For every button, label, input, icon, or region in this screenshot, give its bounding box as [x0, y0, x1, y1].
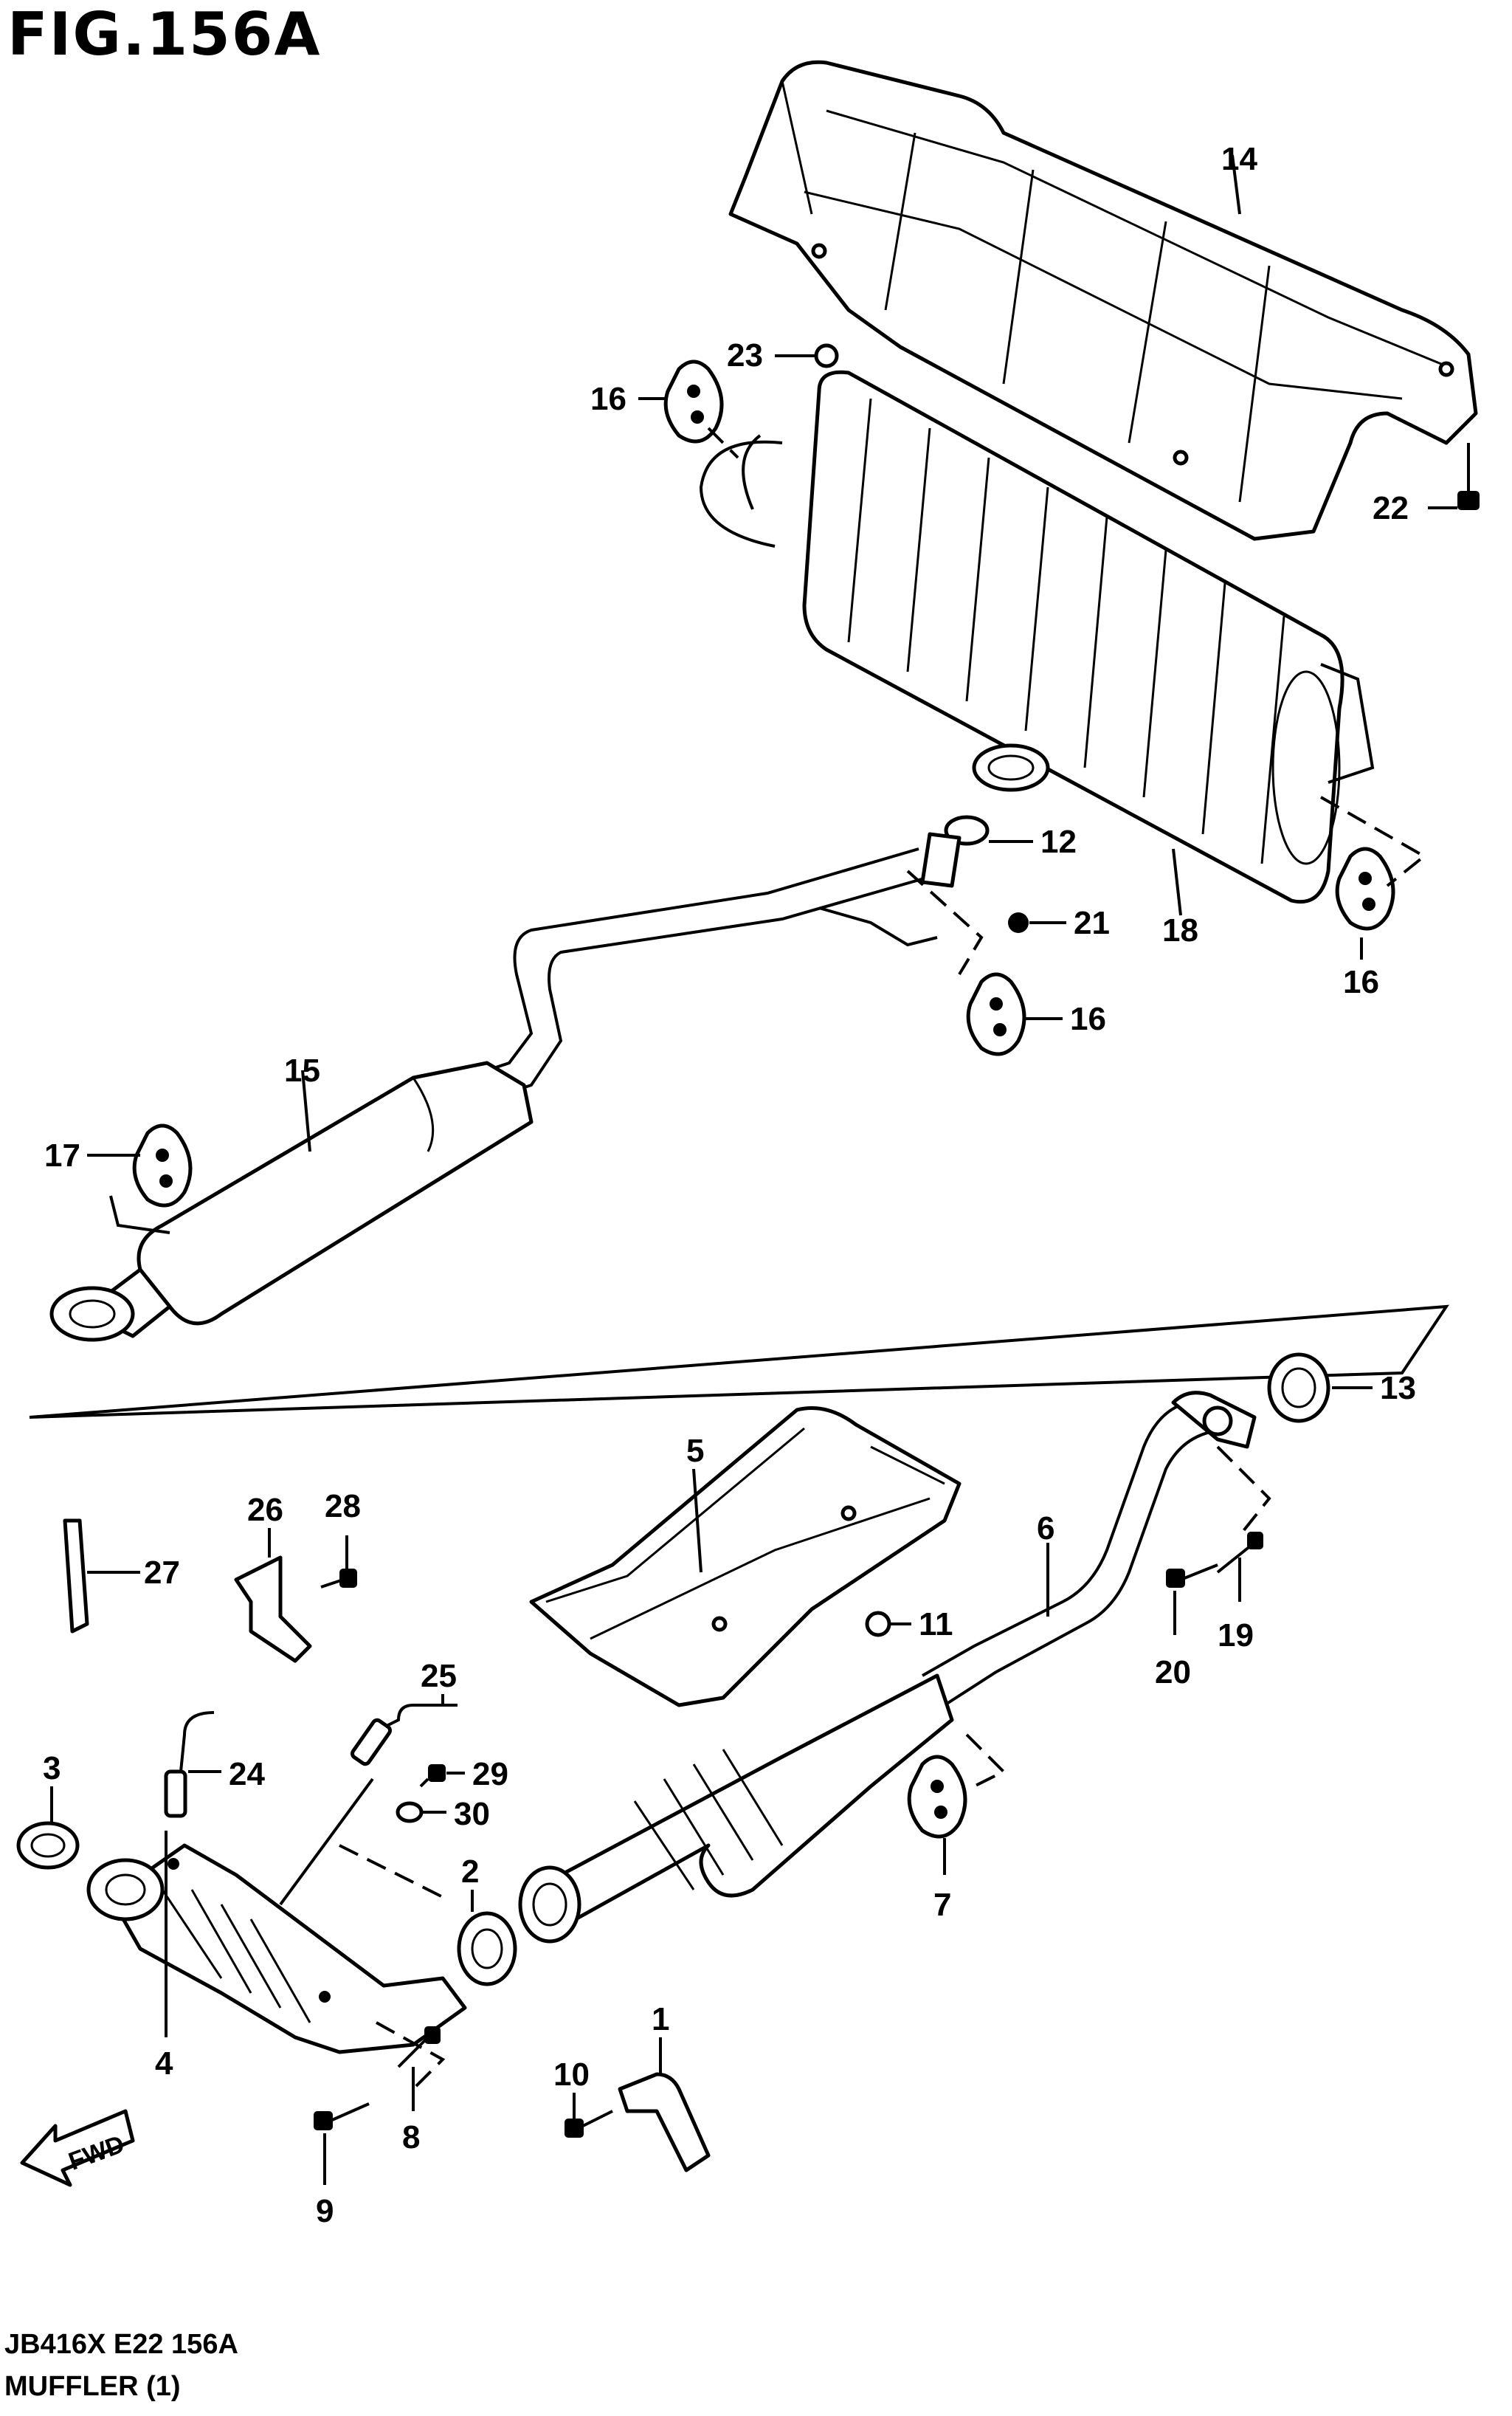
- rear-muffler: [699, 370, 1375, 904]
- callout-29: 29: [472, 1756, 508, 1792]
- bracket-26: [234, 1555, 312, 1663]
- callout-16-a: 16: [590, 381, 626, 417]
- callout-23: 23: [727, 337, 763, 374]
- gasket-3: [16, 1821, 80, 1870]
- callout-20: 20: [1155, 1654, 1191, 1690]
- rubber-mount-7: [907, 1755, 967, 1839]
- diagram-code: JB416X E22 156A: [4, 2329, 238, 2360]
- callout-16-c: 16: [1070, 1001, 1106, 1037]
- figure-title: FIG.156A: [7, 0, 322, 69]
- callout-4: 4: [155, 2045, 173, 2082]
- front-pipe-6: [922, 1391, 1257, 1707]
- bracket-1: [618, 2072, 711, 2172]
- callout-16-b: 16: [1343, 964, 1379, 1000]
- callout-10: 10: [553, 2057, 590, 2093]
- oxygen-sensor-24: [164, 1711, 215, 1818]
- callout-18: 18: [1162, 912, 1198, 949]
- callout-5: 5: [686, 1433, 704, 1469]
- diagram-name: MUFFLER (1): [4, 2371, 181, 2402]
- bolt-29: [419, 1764, 446, 1788]
- bolt-28: [320, 1569, 357, 1589]
- callout-13: 13: [1380, 1370, 1416, 1406]
- nut-11: [865, 1611, 891, 1637]
- heat-shield-upper: [728, 60, 1478, 541]
- catalytic-converter-center: [518, 1673, 954, 1944]
- callout-labels: 14 23 16 22 12 21 18 16 16 15 17 13 5 26…: [43, 141, 1416, 2229]
- callout-17: 17: [44, 1138, 80, 1174]
- stud-19: [1216, 1532, 1263, 1574]
- stud-8: [397, 2026, 441, 2068]
- callout-6: 6: [1037, 1510, 1054, 1546]
- bolt-22: [1457, 443, 1480, 510]
- callout-7: 7: [933, 1887, 951, 1923]
- rubber-mount-16a: [663, 359, 724, 444]
- callout-22: 22: [1373, 490, 1409, 526]
- nut-23: [814, 343, 839, 368]
- bolt-9: [314, 2102, 370, 2130]
- bolt-10: [565, 2110, 613, 2138]
- forward-arrow: FWD: [20, 2109, 135, 2187]
- gasket-2: [457, 1911, 517, 1986]
- callout-30: 30: [454, 1796, 490, 1832]
- nut-21: [1008, 912, 1029, 933]
- rubber-mount-16b: [1335, 847, 1395, 931]
- washer-30: [396, 1801, 424, 1823]
- center-pipe-15: [49, 832, 962, 1342]
- callout-14: 14: [1221, 141, 1257, 177]
- callout-25: 25: [421, 1658, 457, 1694]
- callout-3: 3: [43, 1750, 61, 1786]
- rubber-mount-16c: [966, 972, 1026, 1056]
- stay-27: [63, 1518, 89, 1634]
- gasket-12: [944, 743, 1050, 846]
- callout-11: 11: [919, 1606, 953, 1642]
- callout-12: 12: [1040, 824, 1077, 860]
- callout-15: 15: [284, 1053, 320, 1089]
- exhaust-manifold-4: [86, 1843, 467, 2054]
- callout-24: 24: [229, 1756, 265, 1792]
- callout-2: 2: [461, 1854, 479, 1890]
- callout-26: 26: [247, 1492, 283, 1528]
- callout-9: 9: [316, 2193, 334, 2229]
- leader-lines: [50, 154, 1457, 2185]
- callout-1: 1: [652, 2001, 669, 2037]
- callout-28: 28: [325, 1488, 361, 1524]
- oxygen-sensor-25: [351, 1704, 458, 1766]
- heat-shield-lower: [529, 1406, 962, 1707]
- bolt-20: [1166, 1563, 1218, 1588]
- separator-wedge: [29, 1304, 1449, 1419]
- callout-21: 21: [1074, 905, 1110, 941]
- callout-19: 19: [1218, 1617, 1254, 1653]
- gasket-13: [1267, 1352, 1330, 1423]
- callout-27: 27: [144, 1555, 180, 1591]
- rubber-mount-17: [132, 1123, 193, 1208]
- callout-8: 8: [402, 2119, 420, 2155]
